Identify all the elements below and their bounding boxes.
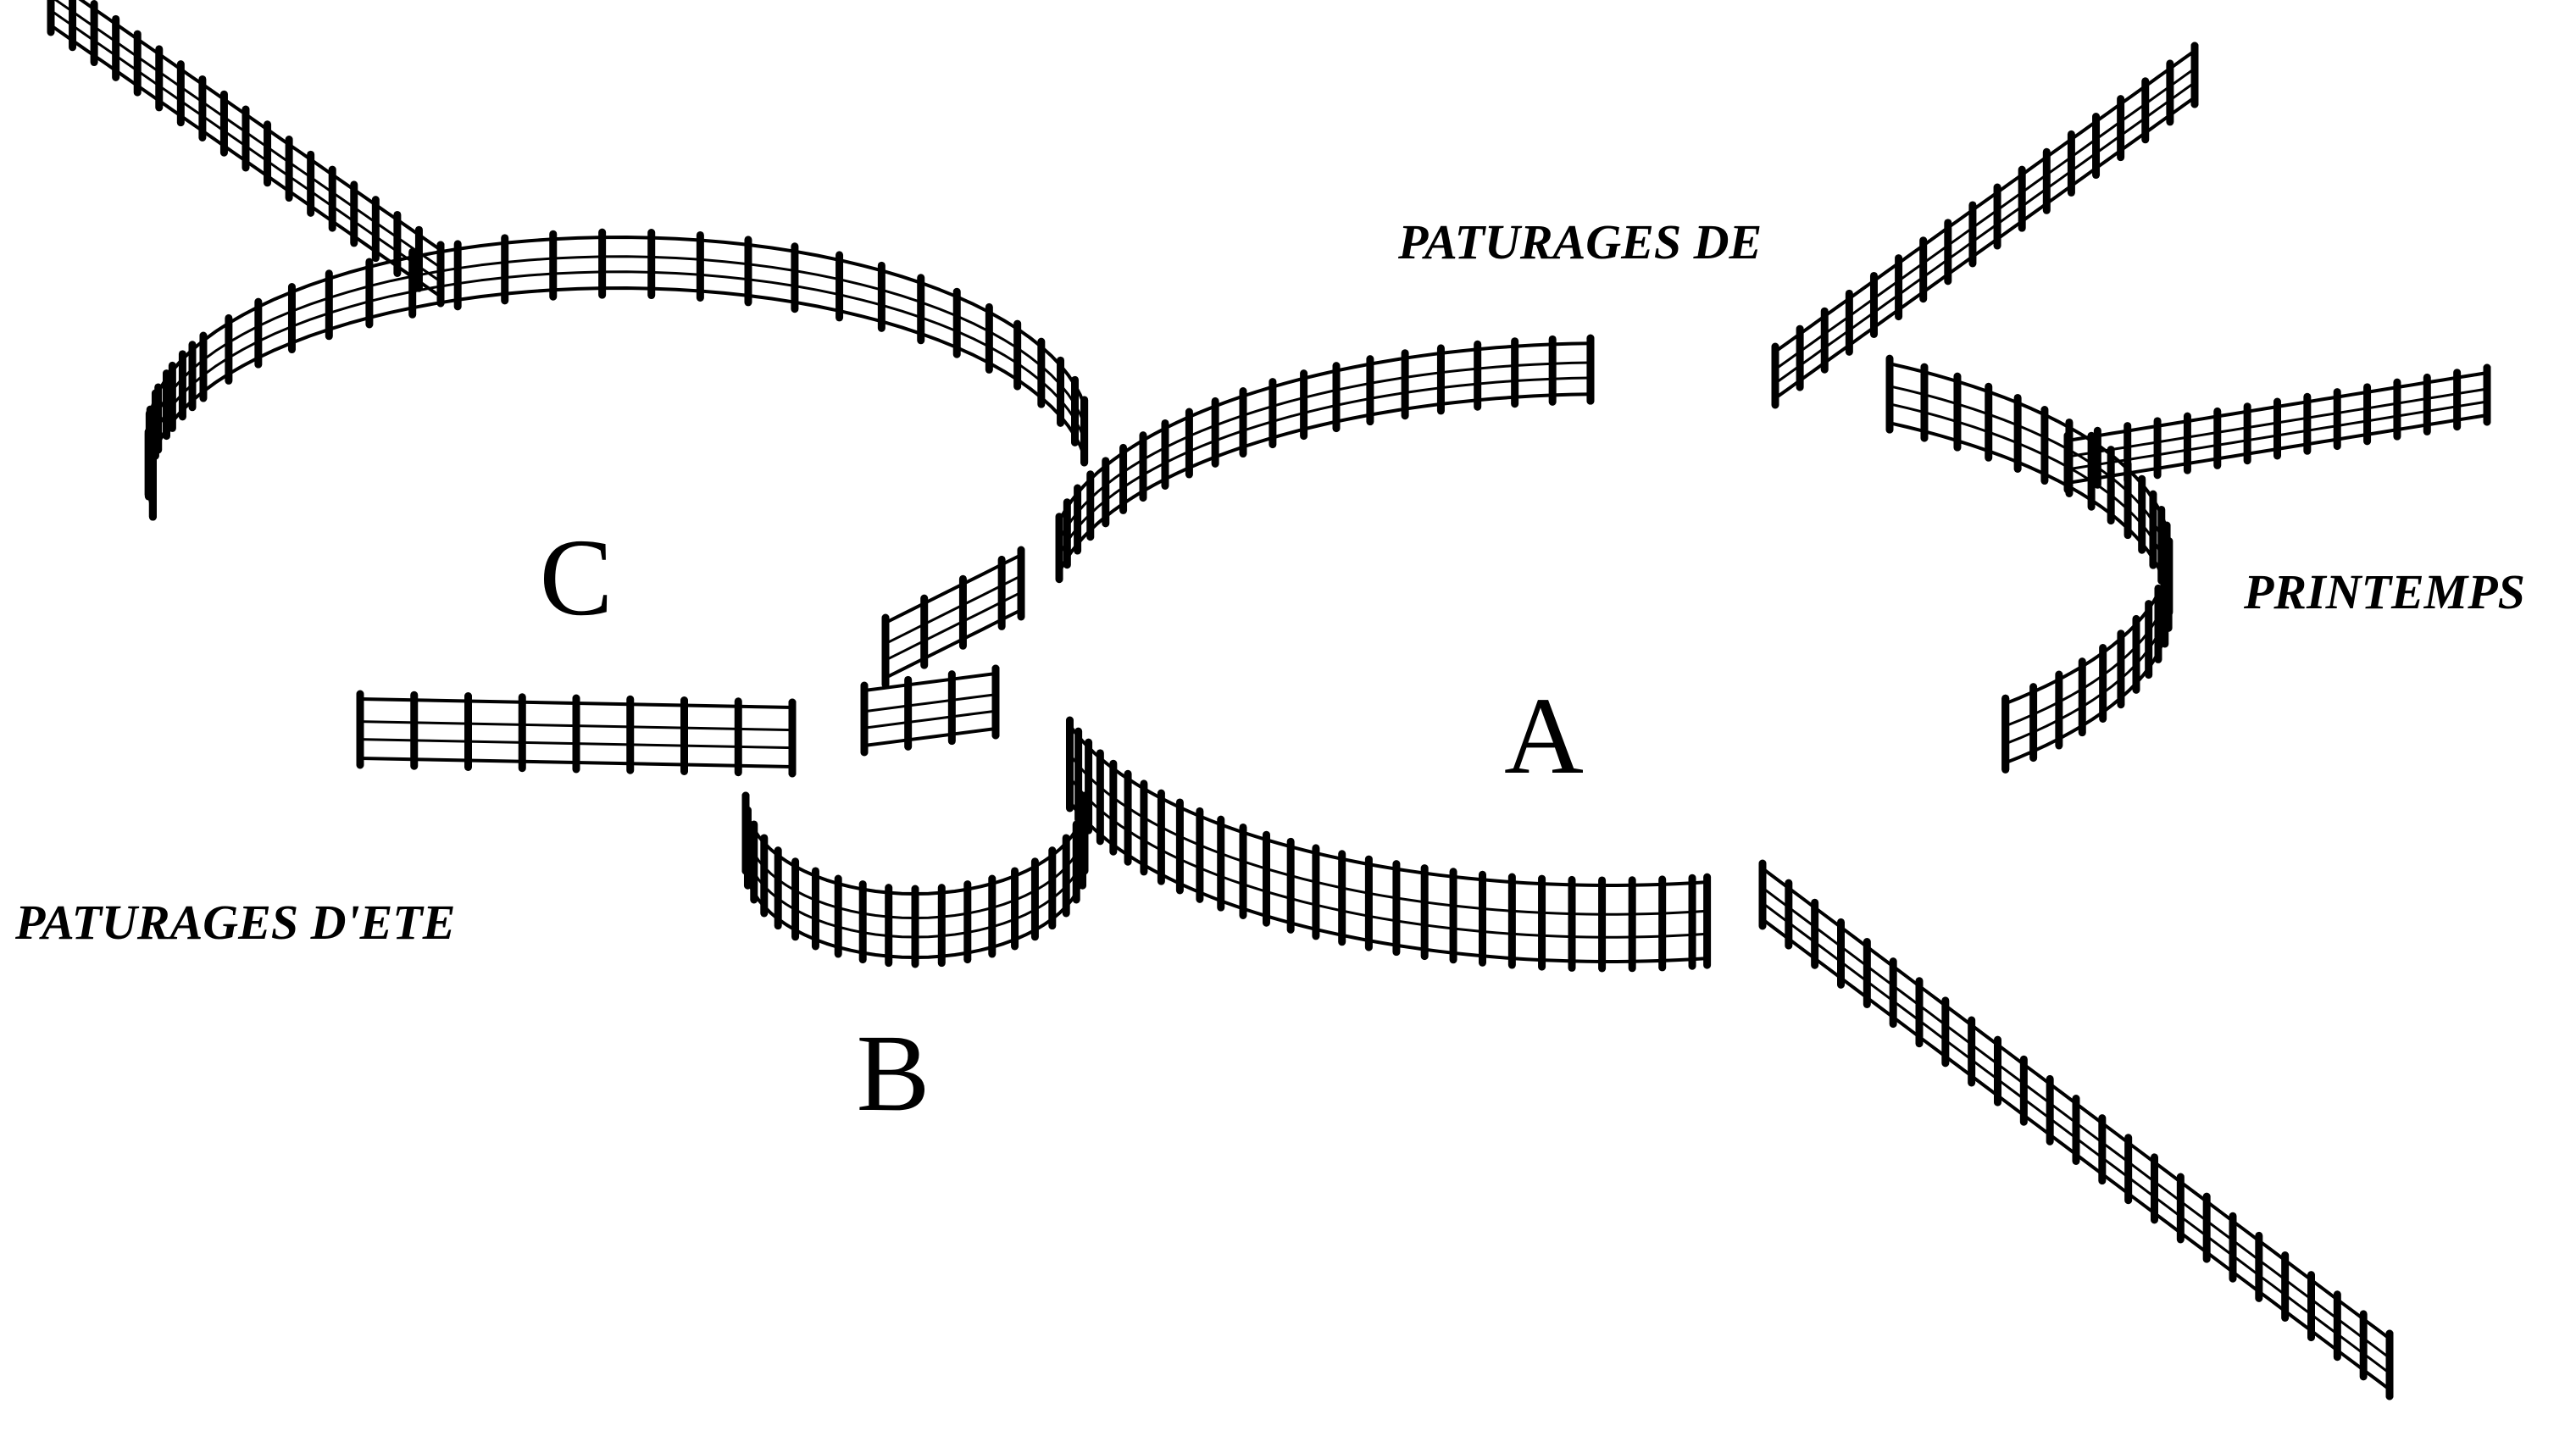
fence-pen-a-front xyxy=(1065,716,1712,973)
fence-lane-east xyxy=(2063,363,2491,494)
fence-lane-north xyxy=(1771,42,2199,409)
fence-pen-c-left-stub xyxy=(144,341,197,521)
pen-label-a: A xyxy=(1504,675,1584,797)
fence-gate-c-a xyxy=(881,546,1025,689)
fence-pen-b xyxy=(741,791,1089,968)
label-summer-pastures: PATURAGES D'ETE xyxy=(14,895,455,950)
fence-pen-c-back xyxy=(144,228,1089,521)
fence-pen-c-front xyxy=(356,690,797,778)
fence-pen-a-back xyxy=(1055,334,1595,584)
pen-label-b: B xyxy=(857,1012,930,1134)
pen-label-c: C xyxy=(540,517,613,639)
fence-lane-southeast xyxy=(1758,859,2394,1400)
label-pastures-de: PATURAGES DE xyxy=(1397,214,1762,269)
fence-layer xyxy=(47,0,2491,1400)
label-printemps: PRINTEMPS xyxy=(2243,564,2525,619)
fence-pen-a-right xyxy=(1885,354,2174,774)
fence-lane-northwest xyxy=(47,0,445,308)
fence-gate-c-b xyxy=(860,664,1000,757)
